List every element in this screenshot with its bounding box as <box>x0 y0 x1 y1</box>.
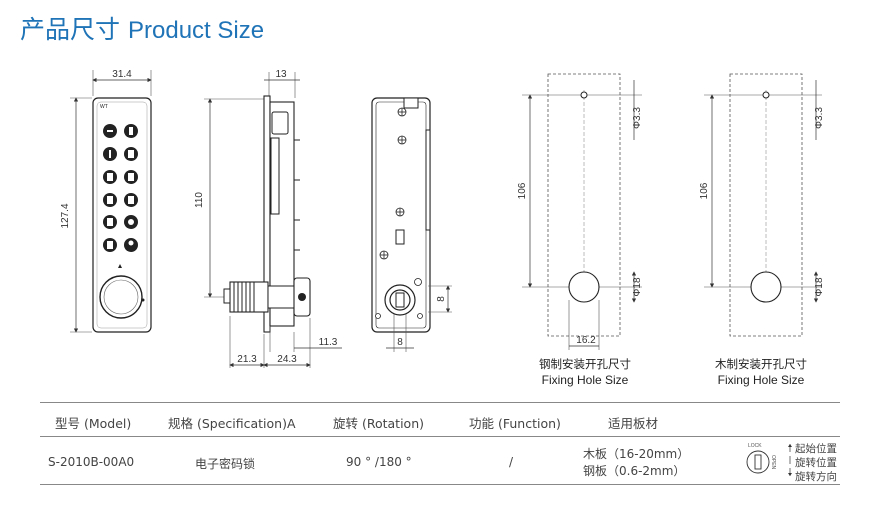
table-top-rule <box>40 402 840 403</box>
front-view: 31.4 127.4 WT <box>60 69 152 333</box>
steel-fixing-hole-drawing: 106 Φ3.3 Φ18 16.2 <box>517 73 643 350</box>
icon-lock-label: LOCK <box>748 443 762 449</box>
legend-direction: 旋转方向 <box>795 471 837 483</box>
dim-side-height: 110 <box>194 192 205 208</box>
header-spec: 规格 (Specification)A <box>168 416 296 431</box>
wood-caption-en: Fixing Hole Size <box>717 373 805 387</box>
dim-front-width: 31.4 <box>112 69 132 80</box>
wood-caption-cn: 木制安装开孔尺寸 <box>715 357 807 371</box>
back-view: 8 8 <box>371 97 452 352</box>
dim-cam-right: 24.3 <box>277 354 297 365</box>
dim-cam-left: 21.3 <box>237 354 257 365</box>
cell-rotation: 90 ° /180 ° <box>346 455 412 469</box>
steel-caption-cn: 钢制安装开孔尺寸 <box>539 357 631 371</box>
header-rotation: 旋转 (Rotation) <box>333 416 425 431</box>
title-cn: 产品尺寸 <box>20 15 121 44</box>
dim-front-height: 127.4 <box>60 203 71 228</box>
dim-wood-small-hole: Φ3.3 <box>814 107 825 129</box>
header-material: 适用板材 <box>608 416 659 431</box>
dim-wood-large-hole: Φ18 <box>814 277 825 297</box>
header-function: 功能 (Function) <box>469 416 561 431</box>
icon-open-label: OPEN <box>770 455 776 470</box>
dim-steel-large-hole: Φ18 <box>632 277 643 297</box>
table-header-rule <box>40 436 840 437</box>
legend-rotate: 旋转位置 <box>795 457 837 469</box>
title-en: Product Size <box>128 17 265 44</box>
steel-caption: 钢制安装开孔尺寸 Fixing Hole Size <box>520 356 650 388</box>
cell-model: S-2010B-00A0 <box>48 455 135 469</box>
svg-text:WT: WT <box>100 104 108 110</box>
cell-material-steel: 钢板（0.6-2mm） <box>583 464 686 478</box>
dim-steel-offset: 16.2 <box>576 335 596 346</box>
keypad <box>103 124 138 252</box>
dim-back-cam: 8 <box>436 296 447 302</box>
cell-function: / <box>509 455 514 469</box>
dim-steel-small-hole: Φ3.3 <box>632 107 643 129</box>
wood-fixing-hole-drawing: 106 Φ3.3 Φ18 <box>699 73 825 337</box>
table-bottom-rule <box>40 484 840 485</box>
page-title: 产品尺寸 Product Size <box>20 10 264 46</box>
cell-material-wood: 木板（16-20mm） <box>583 447 690 461</box>
rotation-icon: LOCK OPEN <box>746 443 792 476</box>
side-view: 13 110 21.3 24.3 11.3 <box>194 69 342 368</box>
dim-steel-distance: 106 <box>517 182 528 199</box>
cell-spec: 电子密码锁 <box>195 457 256 471</box>
header-model: 型号 (Model) <box>55 416 132 431</box>
wood-caption: 木制安装开孔尺寸 Fixing Hole Size <box>696 356 826 388</box>
knob <box>99 275 143 319</box>
dim-wood-distance: 106 <box>699 182 710 199</box>
steel-caption-en: Fixing Hole Size <box>541 373 629 387</box>
dim-plate-offset: 11.3 <box>319 337 338 348</box>
dim-back-width: 8 <box>397 337 403 348</box>
cam-cylinder <box>229 281 269 313</box>
dim-side-depth: 13 <box>275 69 287 80</box>
legend-start: 起始位置 <box>795 443 837 455</box>
